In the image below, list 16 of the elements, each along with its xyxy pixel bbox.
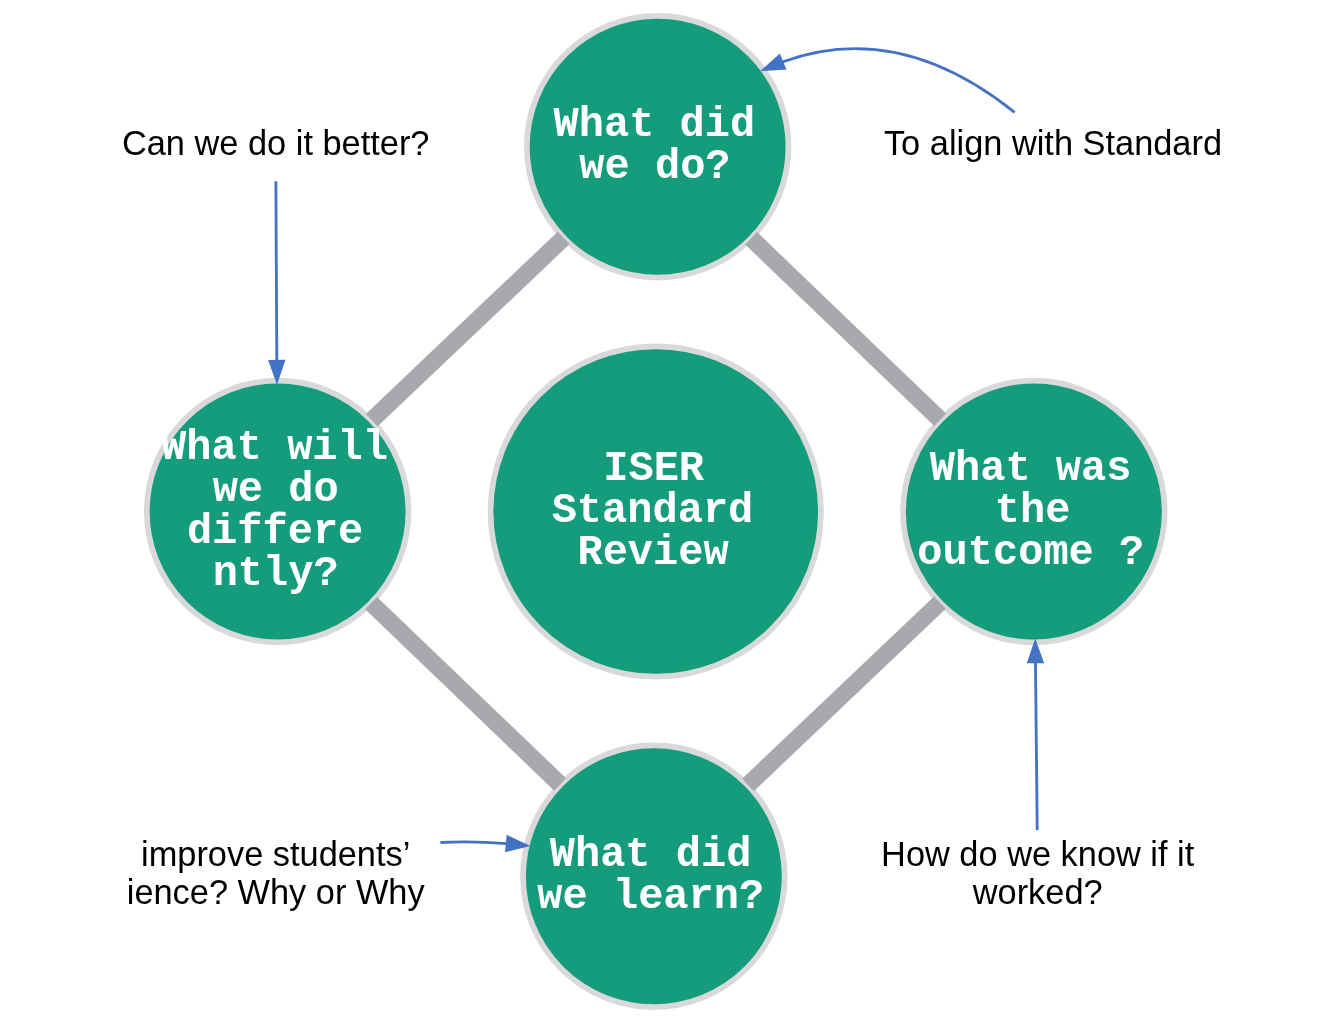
connector [741,596,946,792]
connector [365,231,570,427]
node-text: How do we know if it worked? [880,834,1194,911]
arrow [759,47,1015,114]
node-circle: What did we do? [523,13,791,281]
node-text: Can we do it better? [121,124,429,163]
node-circle: ISER Standard Review [487,343,824,680]
arrow [439,834,531,853]
node-text: improve students’ ience? Why or Why [126,834,425,911]
arrow [267,181,285,385]
node-circle: What was the outcome ? [899,377,1168,646]
connector [744,232,946,426]
arrow [1026,638,1044,831]
node-text: To align with Standard [883,124,1222,163]
node-circle: What did we learn? [519,742,787,1010]
connector [364,596,566,791]
